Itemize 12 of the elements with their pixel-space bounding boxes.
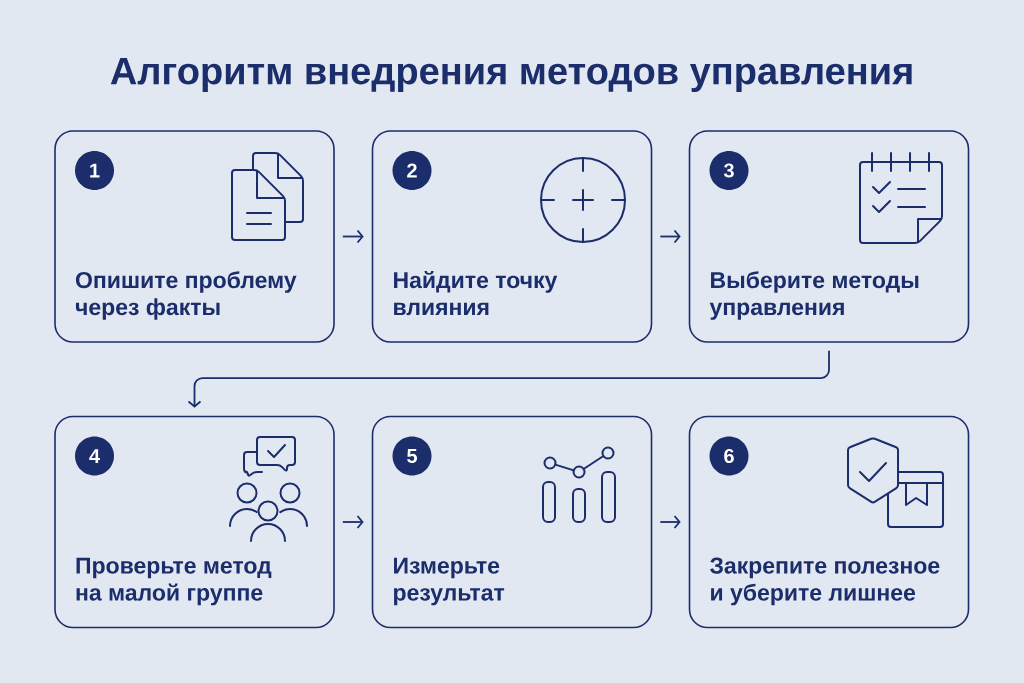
arrow <box>341 515 364 529</box>
arrow <box>341 229 364 244</box>
number-badge: 3 <box>709 151 749 190</box>
number-badge: 5 <box>392 436 432 476</box>
number-badge: 4 <box>75 436 114 476</box>
arrow <box>187 349 830 408</box>
number-badge: 1 <box>75 151 114 190</box>
number-badge: 6 <box>709 436 749 476</box>
arrow <box>659 229 681 244</box>
title: Алгоритм внедрения методов управления <box>110 58 912 92</box>
number-badge: 2 <box>392 151 432 190</box>
arrow <box>659 515 681 529</box>
